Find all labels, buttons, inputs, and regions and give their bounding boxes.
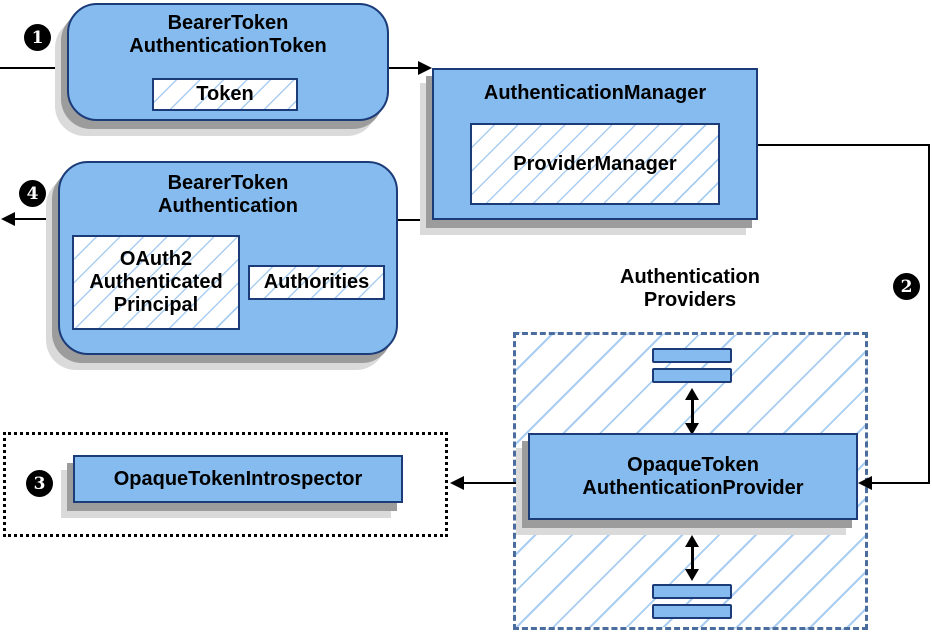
node-bearer-token-authentication-token: BearerToken AuthenticationToken Token: [67, 3, 389, 121]
inner-box-line: Authenticated: [89, 271, 223, 293]
step-3-badge: 3: [26, 470, 53, 497]
node-bearer-token-authentication: BearerToken Authentication OAuth2 Authen…: [58, 161, 398, 355]
arrowhead-up-icon: [685, 535, 699, 547]
double-arrow-icon: [685, 535, 699, 581]
introspector-in-line: [464, 482, 528, 484]
node-opaque-token-authentication-provider: OpaqueToken AuthenticationProvider: [528, 433, 858, 520]
manager-right-line-horizontal: [758, 144, 930, 146]
node-title-line: OpaqueTokenIntrospector: [113, 467, 363, 490]
label-line: Authentication: [620, 266, 760, 288]
token-inner-box: Token: [152, 78, 298, 111]
inner-box-line: Principal: [113, 294, 199, 316]
manager-right-line-vertical: [928, 144, 930, 484]
arrowhead-down-icon: [685, 569, 699, 581]
authorities-inner-box: Authorities: [248, 265, 385, 300]
double-arrow-icon: [685, 388, 699, 435]
provider-placeholder-bar: [652, 348, 732, 363]
node-title-line: AuthenticationProvider: [582, 476, 804, 499]
arrowhead-left-icon: [1, 212, 15, 226]
node-title-line: BearerToken: [167, 12, 289, 34]
provider-manager-inner-box: ProviderManager: [470, 123, 720, 205]
step-2-badge: 2: [893, 273, 920, 300]
arrowhead-left-icon: [450, 476, 464, 490]
step-1-badge: 1: [24, 24, 51, 51]
provider-in-line: [872, 482, 930, 484]
node-authentication-manager: AuthenticationManager ProviderManager: [432, 68, 758, 220]
manager-to-authentication-line: [398, 219, 434, 221]
node-title-line: Authentication: [158, 195, 298, 217]
request-in-line: [0, 67, 67, 69]
arrowhead-up-icon: [685, 388, 699, 400]
node-title-line: OpaqueToken: [627, 453, 759, 476]
provider-placeholder-bar: [652, 584, 732, 599]
provider-placeholder-bar: [652, 604, 732, 619]
node-opaque-token-introspector: OpaqueTokenIntrospector: [73, 455, 403, 503]
arrowhead-right-icon: [418, 61, 432, 75]
node-title-line: AuthenticationManager: [483, 82, 707, 104]
authentication-out-line: [13, 218, 58, 220]
node-title-line: AuthenticationToken: [129, 35, 327, 57]
arrow-stem: [690, 400, 694, 423]
authentication-providers-label: Authentication Providers: [565, 266, 815, 312]
provider-placeholder-bar: [652, 368, 732, 383]
arrowhead-left-icon: [858, 476, 872, 490]
step-4-badge: 4: [19, 180, 46, 207]
inner-box-label: Token: [196, 83, 254, 105]
label-line: Providers: [643, 289, 737, 311]
node-title-line: BearerToken: [167, 172, 289, 194]
token-to-manager-line: [389, 67, 420, 69]
arrow-stem: [690, 547, 694, 569]
inner-box-label: Authorities: [263, 271, 370, 293]
inner-box-label: ProviderManager: [513, 152, 677, 175]
oauth2-principal-inner-box: OAuth2 Authenticated Principal: [72, 235, 240, 330]
arrowhead-down-icon: [685, 423, 699, 435]
introspector-dotted-container: [3, 432, 448, 537]
inner-box-line: OAuth2: [119, 248, 193, 270]
